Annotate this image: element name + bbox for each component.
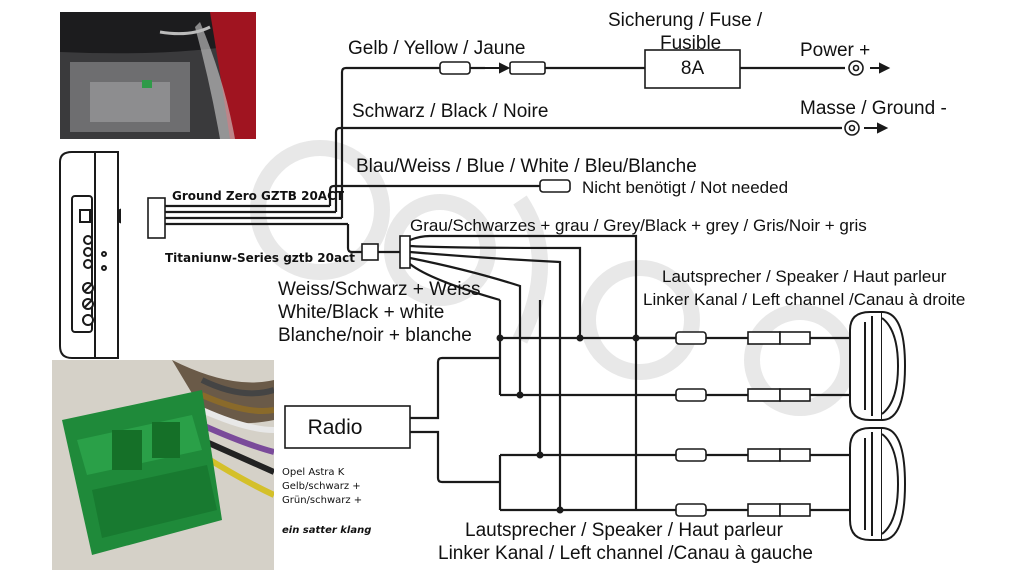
label-grey-black-wire: Grau/Schwarzes + grau / Grey/Black + gre… — [410, 216, 867, 235]
radio-label: Radio — [307, 416, 363, 439]
label-amp-model-2: Titaniunw-Series gztb 20act — [165, 251, 355, 265]
main-harness-connector — [147, 197, 166, 239]
connector-socket-yellow — [509, 61, 546, 75]
label-car-note-3: Grün/schwarz + — [282, 495, 363, 506]
photo-green-connector — [52, 360, 274, 570]
fuse-box — [644, 49, 741, 89]
label-blue-white-wire: Blau/Weiss / Blue / White / Bleu/Blanche — [356, 156, 697, 177]
label-speaker-right-1: Lautsprecher / Speaker / Haut parleur — [662, 267, 947, 286]
label-car-note-2: Gelb/schwarz + — [282, 481, 361, 492]
label-power: Power + — [800, 40, 871, 61]
label-car-note-1: Opel Astra K — [282, 467, 345, 478]
label-fuse-title-2: Fusible — [660, 33, 722, 54]
label-not-needed: Nicht benötigt / Not needed — [582, 178, 789, 197]
label-yellow-wire: Gelb / Yellow / Jaune — [348, 38, 526, 59]
label-black-wire: Schwarz / Black / Noire — [352, 101, 549, 122]
label-white-black-1: Weiss/Schwarz + Weiss — [278, 279, 481, 300]
fuse-value: 8A — [680, 58, 705, 79]
label-white-black-3: Blanche/noir + blanche — [278, 325, 472, 346]
speaker-bottom — [849, 427, 907, 541]
label-speaker-left-2: Linker Kanal / Left channel /Canau à gau… — [438, 543, 813, 564]
label-amp-model-1: Ground Zero GZTB 20ACT — [172, 189, 345, 203]
label-speaker-left-1: Lautsprecher / Speaker / Haut parleur — [465, 520, 783, 541]
connector-plug-yellow — [439, 61, 471, 75]
speaker-top — [849, 311, 907, 421]
label-white-black-2: White/Black + white — [278, 302, 445, 323]
photo-car-footwell — [60, 12, 256, 139]
label-speaker-right-2: Linker Kanal / Left channel /Canau à dro… — [643, 290, 966, 309]
label-fuse-title: Sicherung / Fuse / — [608, 10, 763, 31]
label-ground: Masse / Ground - — [800, 98, 947, 119]
radio-box — [284, 405, 411, 449]
label-car-note-4: ein satter klang — [282, 525, 372, 536]
